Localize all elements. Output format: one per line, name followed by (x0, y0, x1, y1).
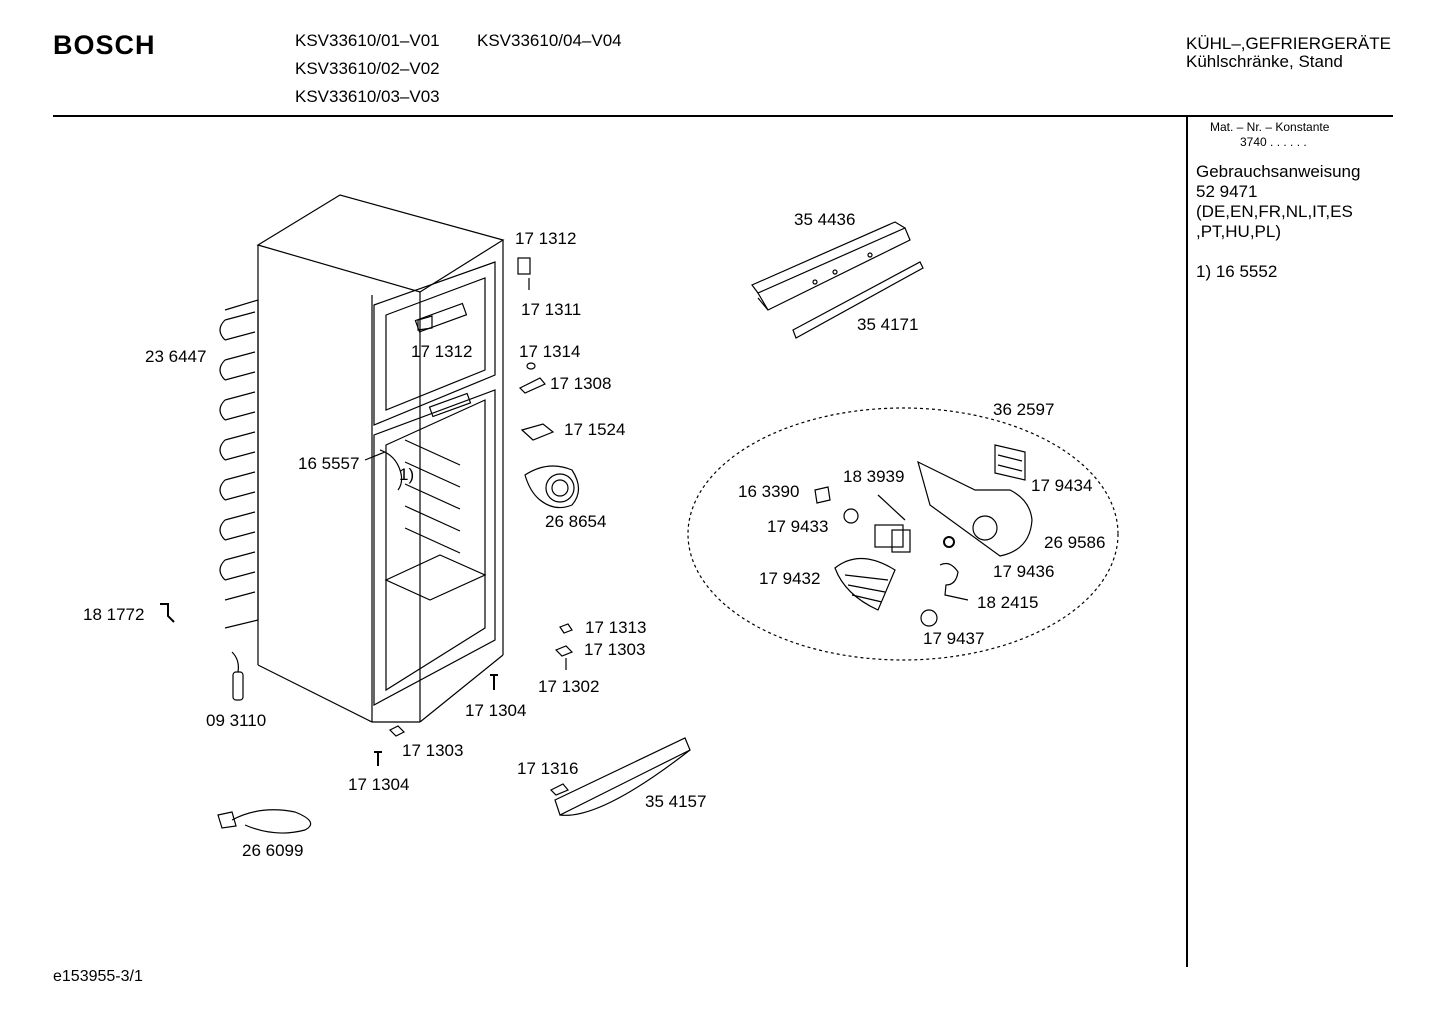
cabinet-drawing (256, 194, 505, 723)
footnote-marker: 1) (399, 465, 415, 484)
condenser-coil-drawing (219, 299, 259, 629)
panel-strip-drawing (792, 261, 924, 339)
footnote: 1) 16 5552 (1196, 262, 1278, 281)
part-label: 18 3939 (843, 467, 905, 486)
light-assembly-boundary (687, 407, 1119, 661)
part-label: 35 4157 (645, 792, 707, 811)
cover-drawing (520, 423, 555, 441)
manual-title: Gebrauchsanweisung (1196, 162, 1361, 181)
manual-number: 52 9471 (1196, 182, 1258, 201)
part-label: 26 6099 (242, 841, 304, 860)
fan-housing-drawing (524, 465, 580, 509)
part-label: 16 5557 (298, 454, 360, 473)
part-label: 17 9436 (993, 562, 1055, 581)
manual-languages: (DE,EN,FR,NL,IT,ES (1196, 202, 1353, 221)
sidebar-divider (1186, 117, 1188, 967)
mat-nr-label: Mat. – Nr. – Konstante (1210, 120, 1330, 134)
part-label: 09 3110 (206, 711, 267, 730)
model-number: KSV33610/04–V04 (477, 31, 622, 50)
control-panel-drawing (751, 221, 911, 311)
part-label: 26 9586 (1044, 533, 1106, 552)
lamp-housing-drawing (917, 444, 1033, 557)
part-label: 17 1303 (402, 741, 464, 760)
brand-logo: BOSCH (53, 30, 156, 60)
part-label: 17 1303 (584, 640, 646, 659)
hinge-drawing (517, 257, 531, 275)
part-label: 36 2597 (993, 400, 1055, 419)
part-label: 17 9437 (923, 629, 985, 648)
part-label: 17 9432 (759, 569, 821, 588)
header-rule (53, 115, 1393, 117)
part-label: 17 1312 (411, 342, 473, 361)
part-label: 17 1311 (521, 300, 582, 319)
part-label: 35 4171 (857, 315, 919, 334)
part-label: 17 1313 (585, 618, 647, 637)
bracket-drawing (160, 603, 175, 623)
part-label: 17 1304 (465, 701, 527, 720)
lamp-cover-drawing (834, 557, 896, 611)
part-label: 16 3390 (738, 482, 800, 501)
part-label: 17 1312 (515, 229, 577, 248)
part-label: 17 9433 (767, 517, 829, 536)
hinge-bracket-drawing (518, 377, 546, 394)
part-label: 18 1772 (83, 605, 145, 624)
part-label: 17 1316 (517, 759, 579, 778)
part-label: 17 1314 (519, 342, 581, 361)
category-subtitle: Kühlschränke, Stand (1186, 52, 1343, 71)
model-number: KSV33610/03–V03 (295, 87, 440, 106)
part-label: 17 1308 (550, 374, 612, 393)
part-label: 17 1302 (538, 677, 600, 696)
part-label: 17 1524 (564, 420, 626, 439)
power-cord-drawing (217, 809, 312, 834)
model-number: KSV33610/02–V02 (295, 59, 440, 78)
part-label: 17 9434 (1031, 476, 1093, 495)
model-number: KSV33610/01–V01 (295, 31, 440, 50)
kickplate-drawing (549, 737, 691, 816)
document-id: e153955-3/1 (53, 968, 143, 985)
part-label: 18 2415 (977, 593, 1039, 612)
dryer-filter-drawing (231, 651, 244, 701)
part-label: 35 4436 (794, 210, 856, 229)
mat-nr-value: 3740 . . . . . . (1240, 135, 1307, 149)
category-title: KÜHL–,GEFRIERGERÄTE (1186, 34, 1391, 53)
part-label: 17 1304 (348, 775, 410, 794)
part-label: 23 6447 (145, 347, 207, 366)
manual-languages: ,PT,HU,PL) (1196, 222, 1282, 241)
part-label: 26 8654 (545, 512, 607, 531)
